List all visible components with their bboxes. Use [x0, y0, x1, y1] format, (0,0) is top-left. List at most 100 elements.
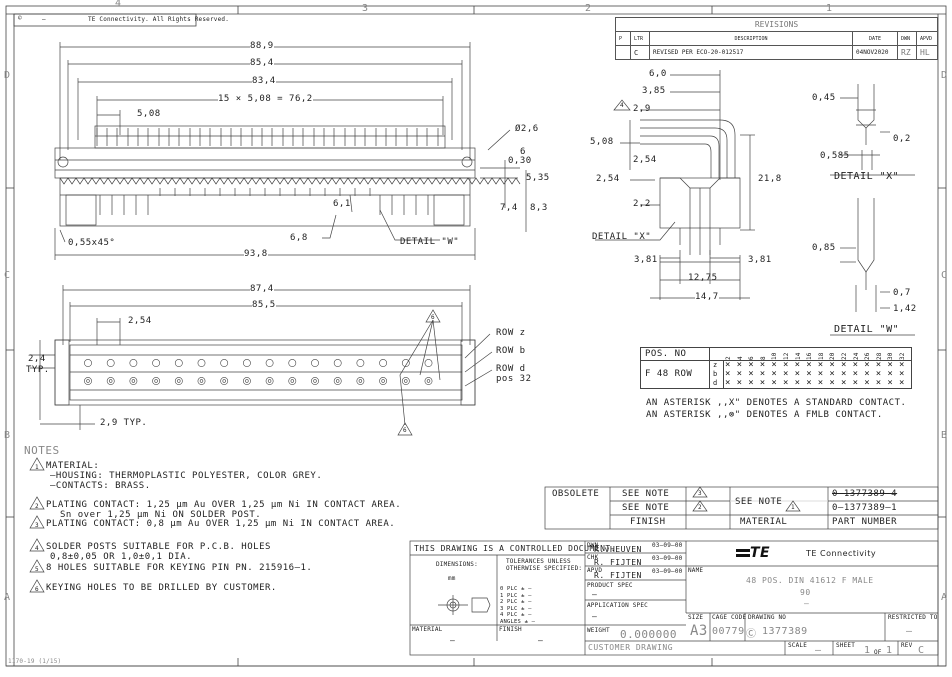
detail-x-callout: DETAIL "X" [592, 232, 652, 242]
standard-contact-mark: × [829, 360, 836, 370]
contact-hole [220, 377, 229, 385]
weight-value: 0.000000 [620, 628, 677, 641]
dim-87-4: 87,4 [250, 284, 274, 294]
tolerance-row: 1 PLC ± – [500, 592, 532, 599]
part-number-header: PART NUMBER [832, 517, 898, 527]
standard-contact-mark: × [794, 360, 801, 370]
dim-85-5: 85,5 [252, 300, 276, 310]
standard-contact-mark: × [899, 360, 905, 370]
side-view [595, 70, 755, 300]
contact-hole-inner [222, 379, 226, 383]
standard-contact-mark: × [887, 360, 894, 370]
standard-contact-mark: × [852, 369, 859, 379]
rev-value: C [918, 645, 925, 656]
standard-contact-mark: × [829, 369, 836, 379]
zone-col-1: 1 [826, 3, 833, 14]
note-flag-5: 5 [35, 566, 39, 573]
tolerance-row: 3 PLC ± – [500, 605, 532, 612]
standard-contact-mark: × [887, 378, 894, 388]
contact-hole [424, 377, 433, 385]
contact-hole-inner [336, 379, 340, 383]
rev-row-date: 04NOV2020 [852, 45, 898, 60]
pos-header-16: 16 [806, 352, 814, 360]
standard-contact-mark: × [875, 360, 882, 370]
standard-contact-mark: × [875, 369, 882, 379]
detail-w-view [830, 198, 915, 336]
standard-contact-mark: × [725, 369, 731, 379]
contact-hole-inner [381, 379, 385, 383]
standard-contact-mark: × [794, 378, 801, 388]
dim-5-08-side: 5,08 [590, 137, 614, 147]
contact-hole [356, 359, 365, 367]
standard-contact-mark: × [841, 378, 847, 388]
product-spec-label: PRODUCT SPEC [587, 582, 633, 589]
standard-contact-mark: × [771, 360, 778, 370]
contact-hole-inner [358, 379, 363, 383]
see-note-material: SEE NOTE [735, 497, 783, 507]
title-line-2: 90 [800, 588, 811, 597]
front-view [54, 42, 527, 260]
material-value: – [450, 636, 456, 645]
note-1-line-2: –HOUSING: THERMOPLASTIC POLYESTER, COLOR… [50, 471, 323, 481]
pos-header-28: 28 [875, 352, 883, 360]
standard-contact-mark: × [748, 360, 755, 370]
standard-contact-mark: × [817, 369, 824, 379]
note-flag-shapes [29, 309, 801, 593]
contact-hole [174, 359, 183, 367]
restricted-label: RESTRICTED TO [888, 614, 938, 621]
note-flag-2: 2 [35, 503, 39, 510]
standard-contact-mark: × [771, 369, 778, 379]
zone-row-b-right: B [941, 430, 948, 441]
note-flag-2: 2 [698, 504, 702, 511]
contact-hole-inner [177, 379, 181, 383]
zone-row-c: C [4, 270, 11, 281]
note-flag-3: 3 [35, 522, 39, 529]
tolerance-row: ANGLES ± – [500, 618, 536, 625]
contact-hole [106, 359, 115, 367]
dim-2-54-upper: 2,54 [633, 155, 657, 165]
row-letter-b: b [713, 370, 718, 378]
contact-hole [356, 377, 365, 385]
pos-no-label: POS. NO [645, 349, 687, 359]
pos-header-10: 10 [771, 352, 779, 360]
tolerance-row: 4 PLC ± – [500, 612, 532, 618]
dim-2-2: 2,2 [633, 199, 651, 209]
row-b-label: ROW b [496, 346, 526, 356]
obsolete-table-lines [544, 486, 939, 530]
obsolete-label: OBSOLETE [552, 489, 600, 499]
dim-12-75: 12,75 [688, 273, 718, 283]
standard-contact-mark: × [841, 369, 847, 379]
copyright-icon: © [18, 15, 22, 22]
product-spec-value: – [592, 590, 598, 599]
material-header: MATERIAL [740, 517, 788, 527]
contact-hole [311, 377, 319, 385]
standard-contact-mark: × [725, 360, 731, 370]
standard-contact-mark: × [899, 378, 905, 388]
controlled-document-label: THIS DRAWING IS A CONTROLLED DOCUMENT. [414, 544, 617, 553]
notes-title: NOTES [24, 444, 60, 457]
standard-contact-mark: × [736, 360, 743, 370]
zone-row-a-right: A [941, 592, 948, 603]
dim-3-81-right: 3,81 [748, 255, 772, 265]
title-line-1: 48 POS. DIN 41612 F MALE [746, 576, 874, 585]
zone-row-d-right: D [941, 70, 948, 81]
revisions-title: REVISIONS [615, 17, 938, 32]
pos-header-18: 18 [817, 352, 825, 360]
row-letter-z: z [713, 361, 718, 369]
sheet-of: OF [874, 649, 882, 656]
drawing-no-value: 1377389 [762, 626, 808, 637]
note-2-line-2: Sn over 1,25 μm Ni ON SOLDER POST. [60, 510, 262, 520]
finish-label: FINISH [499, 626, 522, 633]
detail-w-title: DETAIL "W" [834, 324, 900, 335]
dim-83-4: 83,4 [252, 76, 276, 86]
tolerance-row: 2 PLC ± – [500, 599, 532, 605]
pos-header-12: 12 [783, 352, 790, 360]
standard-contact-mark: × [829, 378, 836, 388]
note-flag-1: 1 [35, 464, 39, 471]
otherwise-label: OTHERWISE SPECIFIED: [506, 565, 583, 572]
contact-hole [84, 377, 92, 385]
dim-88-9: 88,9 [250, 41, 274, 51]
asterisk-fmlb-note: AN ASTERISK ,,⊗" DENOTES A FMLB CONTACT. [646, 410, 883, 420]
dim-3-85: 3,85 [642, 86, 666, 96]
